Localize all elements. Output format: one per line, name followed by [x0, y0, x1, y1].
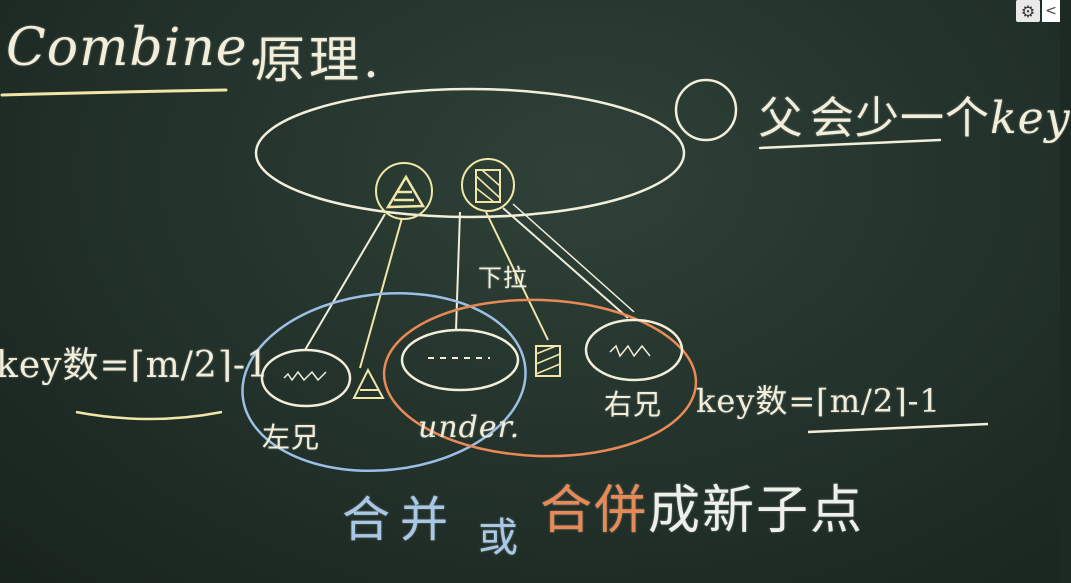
settings-button[interactable]: ⚙ — [1016, 0, 1040, 22]
merge-region-orange — [382, 298, 698, 458]
left-sibling-node — [260, 348, 352, 408]
gear-icon: ⚙ — [1020, 1, 1036, 21]
chevron-left-icon: < — [1045, 3, 1057, 19]
merge-region-blue — [241, 291, 527, 473]
title-principle: 原理. — [255, 31, 383, 89]
label-merge-part1: 合併 — [540, 481, 649, 541]
underflow-node — [400, 328, 520, 392]
label-or: 或 — [478, 515, 519, 561]
right-sibling-node — [584, 318, 684, 382]
title-underline — [0, 88, 228, 97]
parent-symbol-circle — [674, 78, 738, 142]
formula-underline-left — [75, 410, 223, 421]
parent-key-left — [375, 162, 433, 220]
note-parent-loses-key: 父会少一个key — [752, 82, 1071, 146]
label-left-sibling: 左兄 — [262, 421, 321, 454]
parent-key-right — [461, 158, 515, 212]
note-underline — [758, 138, 942, 150]
parent-node-ellipse — [254, 87, 686, 219]
key-count-formula-right: key数=⌈m/2⌉-1 — [696, 382, 941, 420]
note-key: key — [990, 93, 1071, 144]
label-underflow: under. — [418, 410, 521, 445]
title-combine: Combine. — [6, 18, 266, 78]
moved-key-triangle — [352, 367, 385, 399]
note-text: 会少一个 — [810, 93, 990, 144]
label-pull-down: 下拉 — [478, 264, 528, 292]
label-merge-into-new-node: 合併成新子点 — [540, 468, 864, 543]
label-right-sibling: 右兄 — [604, 388, 663, 421]
collapse-button[interactable]: < — [1042, 0, 1060, 22]
label-merge: 合并 — [342, 492, 459, 548]
pulled-down-key — [535, 345, 561, 377]
note-symbol: 父 — [758, 93, 804, 144]
label-merge-part2: 成新子点 — [648, 481, 865, 541]
key-count-formula-left: key数=⌈m/2⌉-1 — [0, 345, 270, 386]
formula-underline-right — [807, 422, 989, 434]
